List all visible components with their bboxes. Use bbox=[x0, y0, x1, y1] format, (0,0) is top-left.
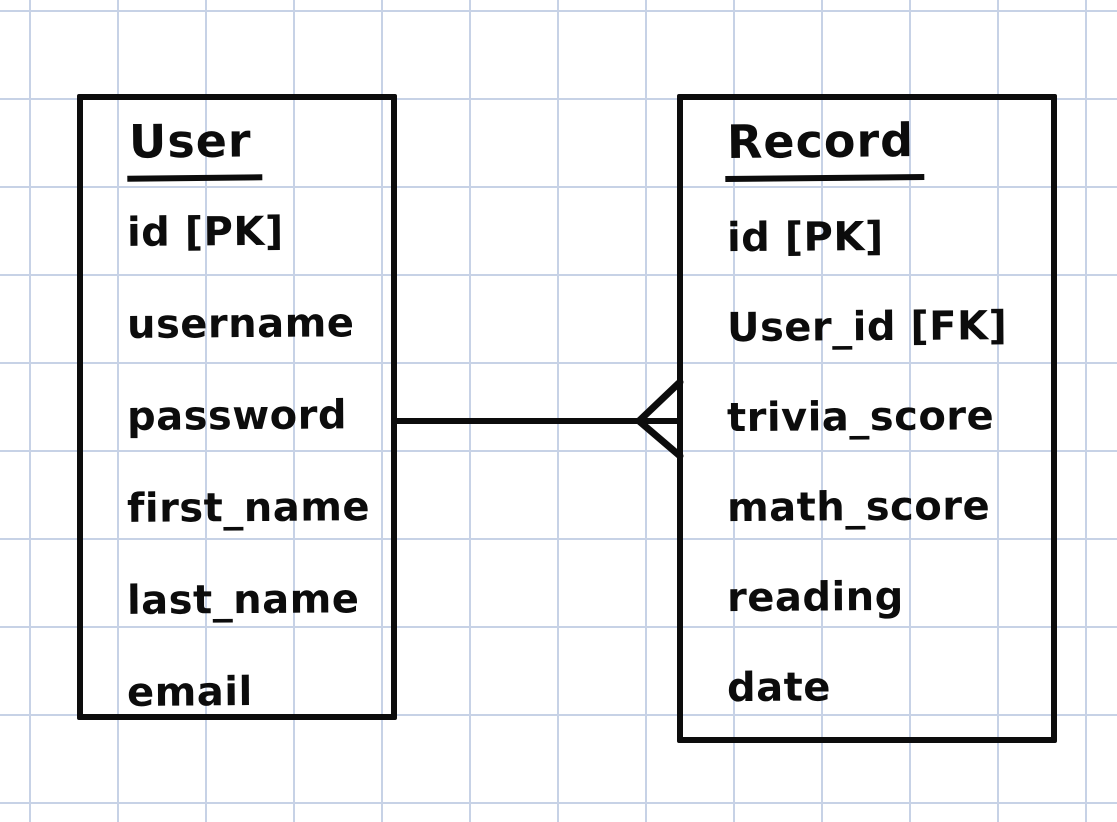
field-user-id: id [PK] bbox=[126, 208, 284, 256]
relationship-connector bbox=[392, 378, 684, 460]
field-user-first-name: first_name bbox=[126, 484, 371, 532]
field-user-email: email bbox=[126, 669, 253, 716]
field-record-user-id: User_id [FK] bbox=[726, 303, 1008, 352]
entity-record-fields: id [PK] User_id [FK] trivia_score math_s… bbox=[727, 192, 1043, 732]
entity-user-fields: id [PK] username password first_name las… bbox=[127, 186, 383, 738]
entity-record: Record id [PK] User_id [FK] trivia_score… bbox=[677, 94, 1057, 743]
crow-foot-marker-upper bbox=[635, 378, 684, 425]
field-user-last-name: last_name bbox=[126, 576, 360, 624]
entity-record-title: Record bbox=[724, 113, 925, 182]
field-record-date: date bbox=[726, 664, 832, 712]
field-user-username: username bbox=[126, 300, 355, 348]
field-record-math-score: math_score bbox=[726, 483, 991, 532]
field-user-password: password bbox=[126, 392, 348, 440]
crow-foot-marker-lower bbox=[635, 417, 684, 460]
entity-user: User id [PK] username password first_nam… bbox=[77, 94, 397, 720]
field-record-reading: reading bbox=[726, 573, 904, 622]
entity-user-title: User bbox=[126, 113, 262, 182]
field-record-trivia-score: trivia_score bbox=[726, 393, 995, 442]
field-record-id: id [PK] bbox=[726, 214, 884, 262]
